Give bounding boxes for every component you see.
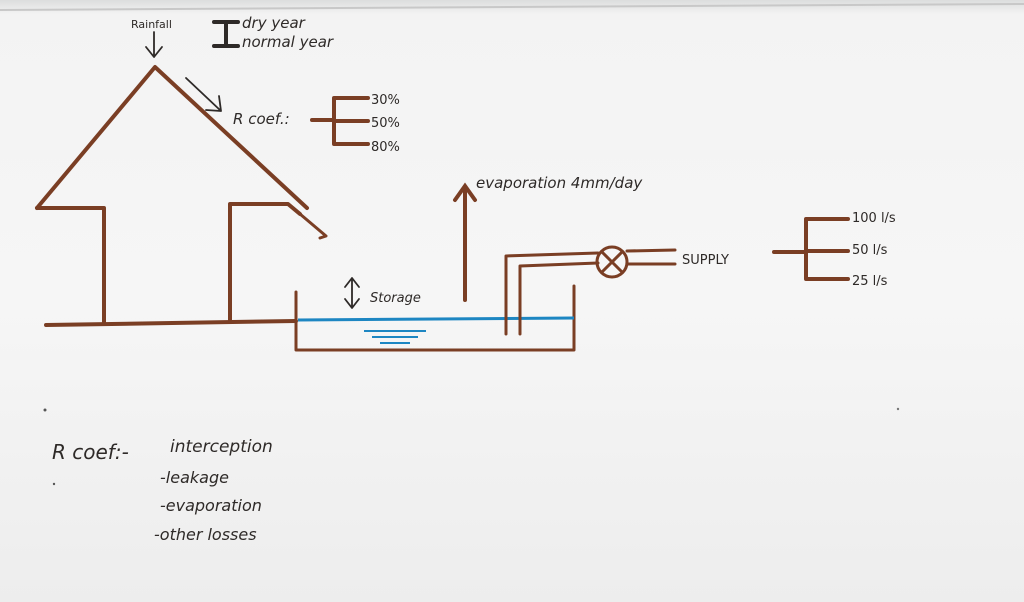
runoff-coefficient-label: R coef.: <box>233 110 290 128</box>
notes-heading: R coef:- <box>52 440 129 464</box>
water-surface-icon <box>364 330 426 344</box>
house-outline <box>35 65 328 327</box>
paper-edge <box>0 3 1024 11</box>
rainfall-label: Rainfall <box>131 18 172 31</box>
pen-dot <box>896 407 900 411</box>
notes-item-evaporation: -evaporation <box>160 496 262 515</box>
storage-label: Storage <box>370 291 421 306</box>
runoff-coefficient-bracket-icon <box>310 96 370 146</box>
notes-item-other-losses: -other losses <box>154 525 257 544</box>
rainfall-arrow-icon <box>145 31 163 58</box>
rainfall-scenario-normal: normal year <box>242 33 334 51</box>
notes-item-interception: interception <box>170 437 273 457</box>
notes-item-leakage: -leakage <box>160 468 229 487</box>
supply-pipe <box>504 248 677 336</box>
water-level <box>297 316 575 322</box>
supply-bracket-icon <box>772 217 850 281</box>
runoff-coef-value-30: 30% <box>371 93 400 108</box>
supply-value-50: 50 l/s <box>852 243 888 258</box>
storage-tank <box>294 284 576 352</box>
evaporation-arrow-icon <box>453 182 477 302</box>
supply-value-100: 100 l/s <box>852 211 896 226</box>
storage-double-arrow-icon <box>344 277 360 309</box>
runoff-arrow-icon <box>185 77 222 112</box>
supply-value-25: 25 l/s <box>852 274 888 289</box>
rainfall-scenario-bracket-icon <box>212 20 240 48</box>
runoff-coef-value-80: 80% <box>371 140 400 155</box>
valve-icon <box>595 245 629 279</box>
pen-dot <box>43 408 47 412</box>
evaporation-label: evaporation 4mm/day <box>476 174 643 192</box>
runoff-coef-value-50: 50% <box>371 116 400 131</box>
pen-dot <box>52 482 56 486</box>
supply-label: SUPPLY <box>682 253 729 268</box>
rainfall-scenario-dry: dry year <box>242 14 306 32</box>
